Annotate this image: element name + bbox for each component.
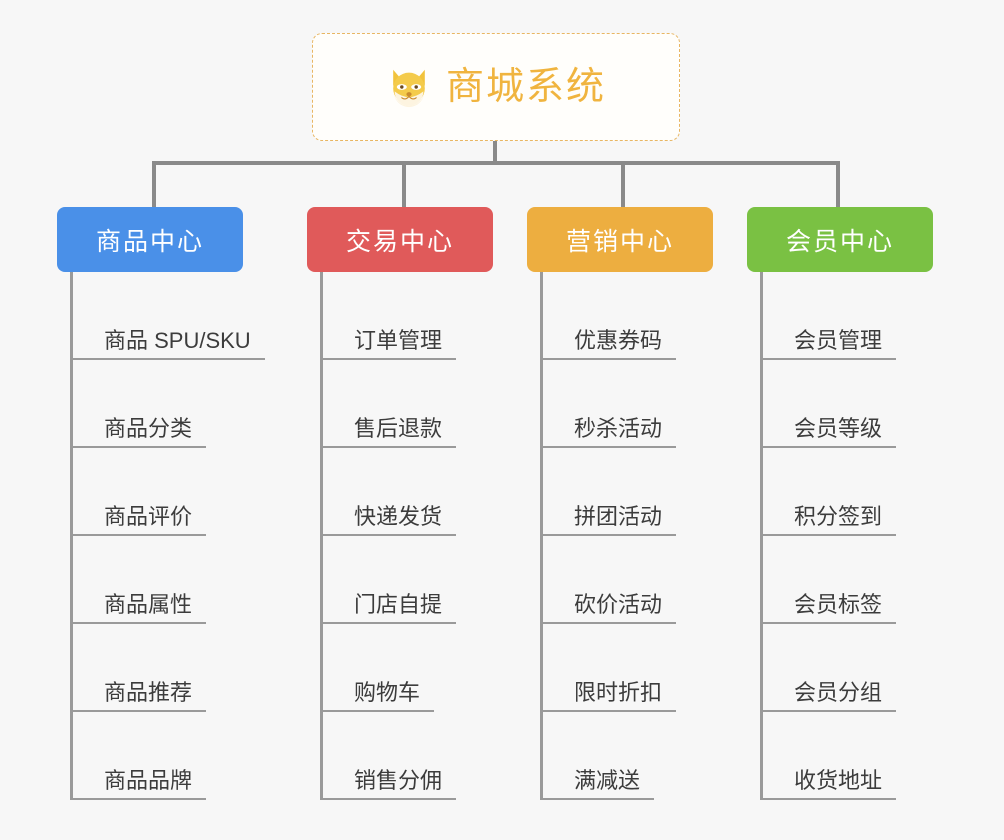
- column-spine: [540, 272, 543, 800]
- leaf-label: 拼团活动: [574, 504, 663, 529]
- leaf-label: 优惠券码: [574, 328, 663, 353]
- leaf-underline: [540, 622, 676, 624]
- leaf-underline: [70, 534, 206, 536]
- list-item[interactable]: 满减送: [540, 712, 770, 800]
- shiba-dog-face-icon: [386, 64, 432, 110]
- leaf-underline: [320, 622, 456, 624]
- list-item[interactable]: 快递发货: [320, 448, 550, 536]
- leaf-label: 会员标签: [794, 592, 883, 617]
- list-item[interactable]: 商品属性: [70, 536, 300, 624]
- list-item[interactable]: 秒杀活动: [540, 360, 770, 448]
- connector-root-stem: [493, 141, 497, 165]
- leaf-underline: [760, 798, 896, 800]
- leaf-underline: [540, 534, 676, 536]
- connector-drop-1: [152, 161, 156, 207]
- leaf-label: 秒杀活动: [574, 416, 663, 441]
- list-item[interactable]: 门店自提: [320, 536, 550, 624]
- list-item[interactable]: 积分签到: [760, 448, 990, 536]
- category-box-trade[interactable]: 交易中心: [307, 207, 493, 272]
- category-label: 交易中心: [345, 227, 454, 256]
- list-item[interactable]: 商品品牌: [70, 712, 300, 800]
- column-spine: [70, 272, 73, 800]
- leaf-underline: [540, 358, 676, 360]
- list-item[interactable]: 会员分组: [760, 624, 990, 712]
- connector-horizontal-bus: [152, 161, 839, 165]
- category-box-member[interactable]: 会员中心: [747, 207, 933, 272]
- column-spine: [760, 272, 763, 800]
- root-node[interactable]: 商城系统: [312, 33, 680, 141]
- leaf-underline: [760, 358, 896, 360]
- leaf-underline: [70, 710, 206, 712]
- connector-drop-2: [402, 161, 406, 207]
- leaf-label: 商品属性: [104, 592, 193, 617]
- branch-column-product: 商品 SPU/SKU 商品分类 商品评价 商品属性 商品推荐 商品品牌: [70, 272, 300, 800]
- connector-drop-3: [621, 161, 625, 207]
- list-item[interactable]: 优惠券码: [540, 272, 770, 360]
- list-item[interactable]: 会员标签: [760, 536, 990, 624]
- leaf-label: 售后退款: [354, 416, 443, 441]
- leaf-label: 购物车: [354, 680, 421, 705]
- leaf-underline: [760, 622, 896, 624]
- leaf-underline: [320, 446, 456, 448]
- leaf-underline: [320, 534, 456, 536]
- leaf-label: 商品 SPU/SKU: [104, 328, 251, 353]
- connector-drop-4: [836, 161, 840, 207]
- list-item[interactable]: 会员等级: [760, 360, 990, 448]
- leaf-underline: [70, 358, 265, 360]
- list-item[interactable]: 商品分类: [70, 360, 300, 448]
- leaf-underline: [70, 446, 206, 448]
- leaf-label: 会员分组: [794, 680, 883, 705]
- leaf-underline: [760, 534, 896, 536]
- leaf-label: 商品分类: [104, 416, 193, 441]
- leaf-underline: [320, 710, 434, 712]
- list-item[interactable]: 订单管理: [320, 272, 550, 360]
- list-item[interactable]: 销售分佣: [320, 712, 550, 800]
- leaf-underline: [540, 798, 654, 800]
- leaf-underline: [760, 710, 896, 712]
- list-item[interactable]: 购物车: [320, 624, 550, 712]
- branch-column-trade: 订单管理 售后退款 快递发货 门店自提 购物车 销售分佣: [320, 272, 550, 800]
- category-box-product[interactable]: 商品中心: [57, 207, 243, 272]
- list-item[interactable]: 砍价活动: [540, 536, 770, 624]
- leaf-label: 快递发货: [354, 504, 443, 529]
- list-item[interactable]: 商品评价: [70, 448, 300, 536]
- category-box-marketing[interactable]: 营销中心: [527, 207, 713, 272]
- root-title: 商城系统: [445, 66, 606, 108]
- leaf-label: 销售分佣: [354, 768, 443, 793]
- column-spine: [320, 272, 323, 800]
- leaf-label: 砍价活动: [574, 592, 663, 617]
- leaf-underline: [540, 710, 676, 712]
- category-label: 商品中心: [95, 227, 204, 256]
- leaf-label: 商品品牌: [104, 768, 193, 793]
- leaf-underline: [320, 798, 456, 800]
- list-item[interactable]: 售后退款: [320, 360, 550, 448]
- leaf-label: 门店自提: [354, 592, 443, 617]
- branch-column-marketing: 优惠券码 秒杀活动 拼团活动 砍价活动 限时折扣 满减送: [540, 272, 770, 800]
- leaf-label: 商品推荐: [104, 680, 193, 705]
- leaf-underline: [540, 446, 676, 448]
- leaf-underline: [760, 446, 896, 448]
- leaf-label: 限时折扣: [574, 680, 663, 705]
- leaf-label: 订单管理: [354, 328, 443, 353]
- list-item[interactable]: 收货地址: [760, 712, 990, 800]
- leaf-label: 会员管理: [794, 328, 883, 353]
- category-label: 营销中心: [565, 227, 674, 256]
- leaf-label: 商品评价: [104, 504, 193, 529]
- list-item[interactable]: 商品推荐: [70, 624, 300, 712]
- leaf-underline: [320, 358, 456, 360]
- branch-column-member: 会员管理 会员等级 积分签到 会员标签 会员分组 收货地址: [760, 272, 990, 800]
- list-item[interactable]: 商品 SPU/SKU: [70, 272, 300, 360]
- list-item[interactable]: 会员管理: [760, 272, 990, 360]
- category-label: 会员中心: [785, 227, 894, 256]
- list-item[interactable]: 拼团活动: [540, 448, 770, 536]
- leaf-underline: [70, 622, 206, 624]
- leaf-label: 积分签到: [794, 504, 883, 529]
- leaf-label: 会员等级: [794, 416, 883, 441]
- leaf-label: 满减送: [574, 768, 641, 793]
- leaf-label: 收货地址: [794, 768, 883, 793]
- leaf-underline: [70, 798, 206, 800]
- list-item[interactable]: 限时折扣: [540, 624, 770, 712]
